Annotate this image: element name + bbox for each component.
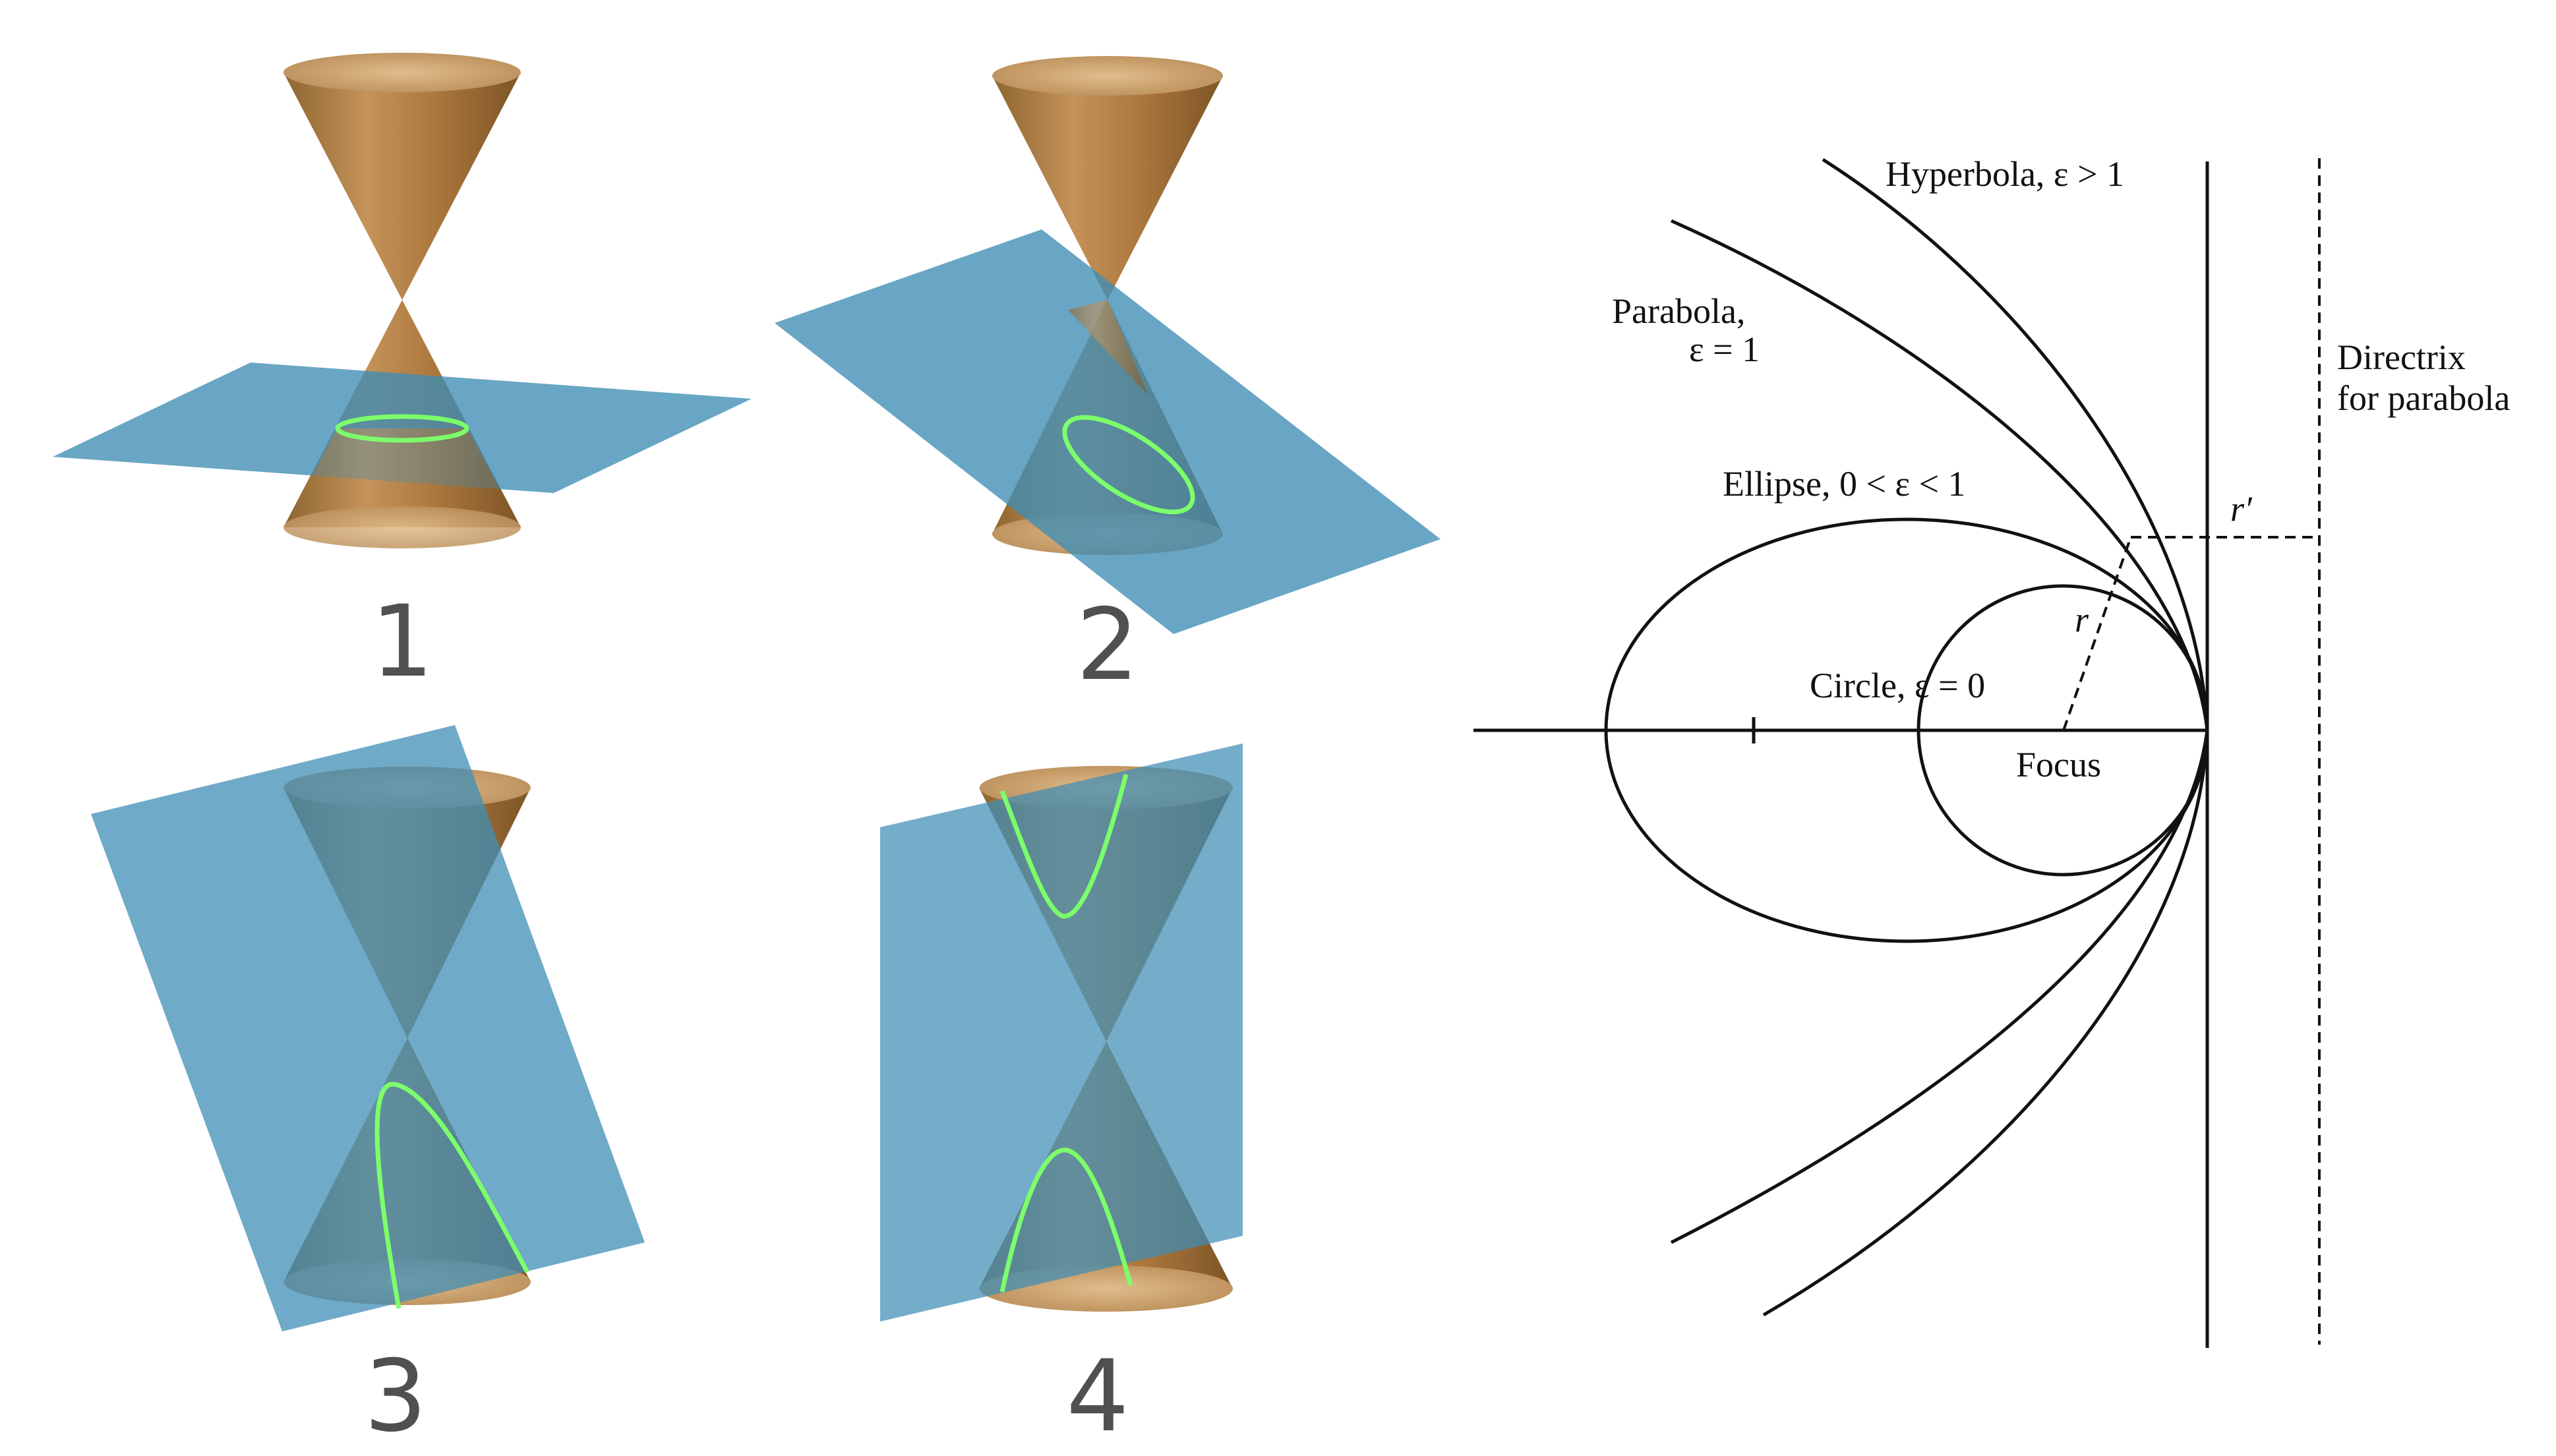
hyperbola-lower-branch bbox=[999, 1148, 1133, 1293]
r-label: r bbox=[2075, 600, 2089, 639]
parabola-label-line2: ε = 1 bbox=[1689, 330, 1760, 369]
cutting-plane bbox=[91, 725, 645, 1331]
circle-curve bbox=[1917, 584, 2209, 877]
panel-1-circle-section: 1 bbox=[53, 53, 752, 699]
directrix-label-line1: Directrix bbox=[2337, 337, 2466, 377]
ellipse-intersection bbox=[1062, 415, 1195, 515]
circle-label: Circle, ε = 0 bbox=[1810, 666, 1985, 705]
ellipse-label: Ellipse, 0 < ε < 1 bbox=[1723, 464, 1966, 504]
panel-number-4: 4 bbox=[1066, 1339, 1129, 1454]
panel-number-3: 3 bbox=[364, 1339, 427, 1454]
cone-upper-visible bbox=[1068, 300, 1148, 395]
focus-label: Focus bbox=[2016, 745, 2101, 784]
panel-number-2: 2 bbox=[1076, 588, 1139, 703]
eccentricity-diagram: Hyperbola, ε > 1 Parabola, ε = 1 Directr… bbox=[1473, 154, 2510, 1348]
circle-intersection bbox=[335, 414, 469, 443]
cone-lower-visible bbox=[283, 428, 521, 548]
directrix-label-line2: for parabola bbox=[2337, 378, 2510, 418]
cutting-plane bbox=[53, 363, 752, 493]
panel-3-parabola-section: 3 bbox=[91, 725, 645, 1454]
hyperbola-curve bbox=[1762, 158, 2209, 1317]
r-prime-label: r′ bbox=[2230, 489, 2253, 529]
hyperbola-label: Hyperbola, ε > 1 bbox=[1886, 154, 2124, 194]
panel-number-1: 1 bbox=[371, 585, 433, 699]
parabola-label-line1: Parabola, bbox=[1612, 291, 1745, 331]
hyperbola-upper-branch bbox=[999, 774, 1129, 919]
parabola-intersection bbox=[374, 1082, 530, 1309]
cutting-plane bbox=[775, 229, 1441, 634]
cutting-plane bbox=[880, 743, 1243, 1322]
panel-2-ellipse-section: 2 bbox=[775, 56, 1441, 703]
panel-4-hyperbola-section: 4 bbox=[880, 743, 1243, 1454]
